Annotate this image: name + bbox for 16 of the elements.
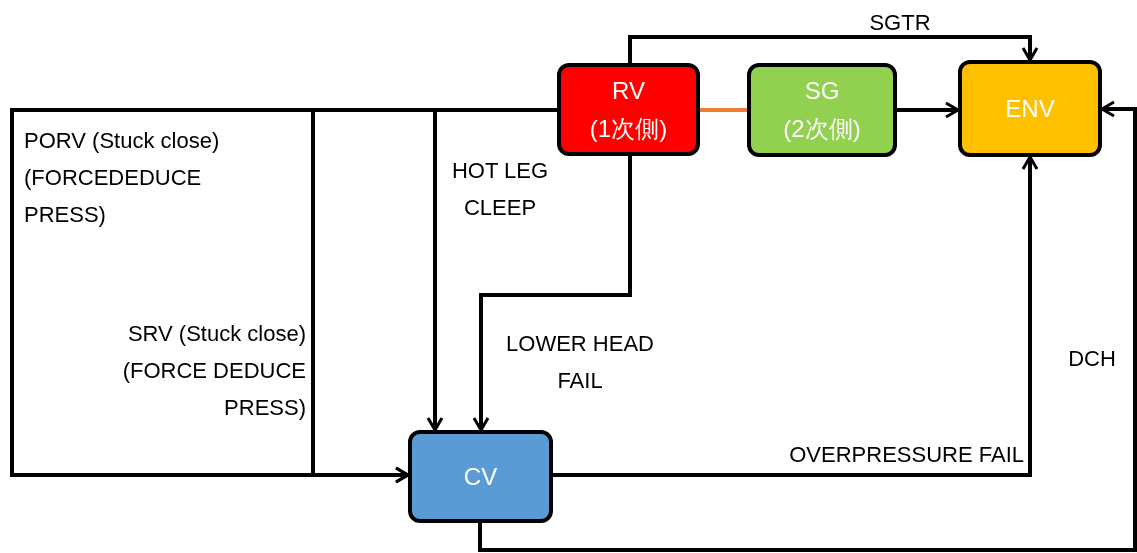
arrow — [478, 100, 1137, 552]
process-box: RV (1次側) — [557, 63, 700, 156]
edge-label: HOT LEG CLEEP — [450, 157, 550, 222]
edge-label: SRV (Stuck close) (FORCE DEDUCE PRESS) — [121, 320, 306, 422]
arrow — [472, 156, 632, 432]
process-box: SG (2次側) — [747, 63, 897, 157]
arrow — [628, 35, 1039, 63]
process-box: CV — [408, 430, 553, 523]
edge-label: PORV (Stuck close) (FORCEDEDUCE PRESS) — [24, 127, 221, 229]
arrow — [897, 101, 960, 119]
edge-label: SGTR — [868, 9, 932, 37]
process-box: ENV — [958, 60, 1102, 157]
arrow — [553, 155, 1039, 477]
edge-label: LOWER HEAD FAIL — [505, 330, 655, 395]
edge-label: DCH — [1067, 345, 1117, 373]
edge-label: OVERPRESSURE FAIL — [788, 441, 1024, 469]
